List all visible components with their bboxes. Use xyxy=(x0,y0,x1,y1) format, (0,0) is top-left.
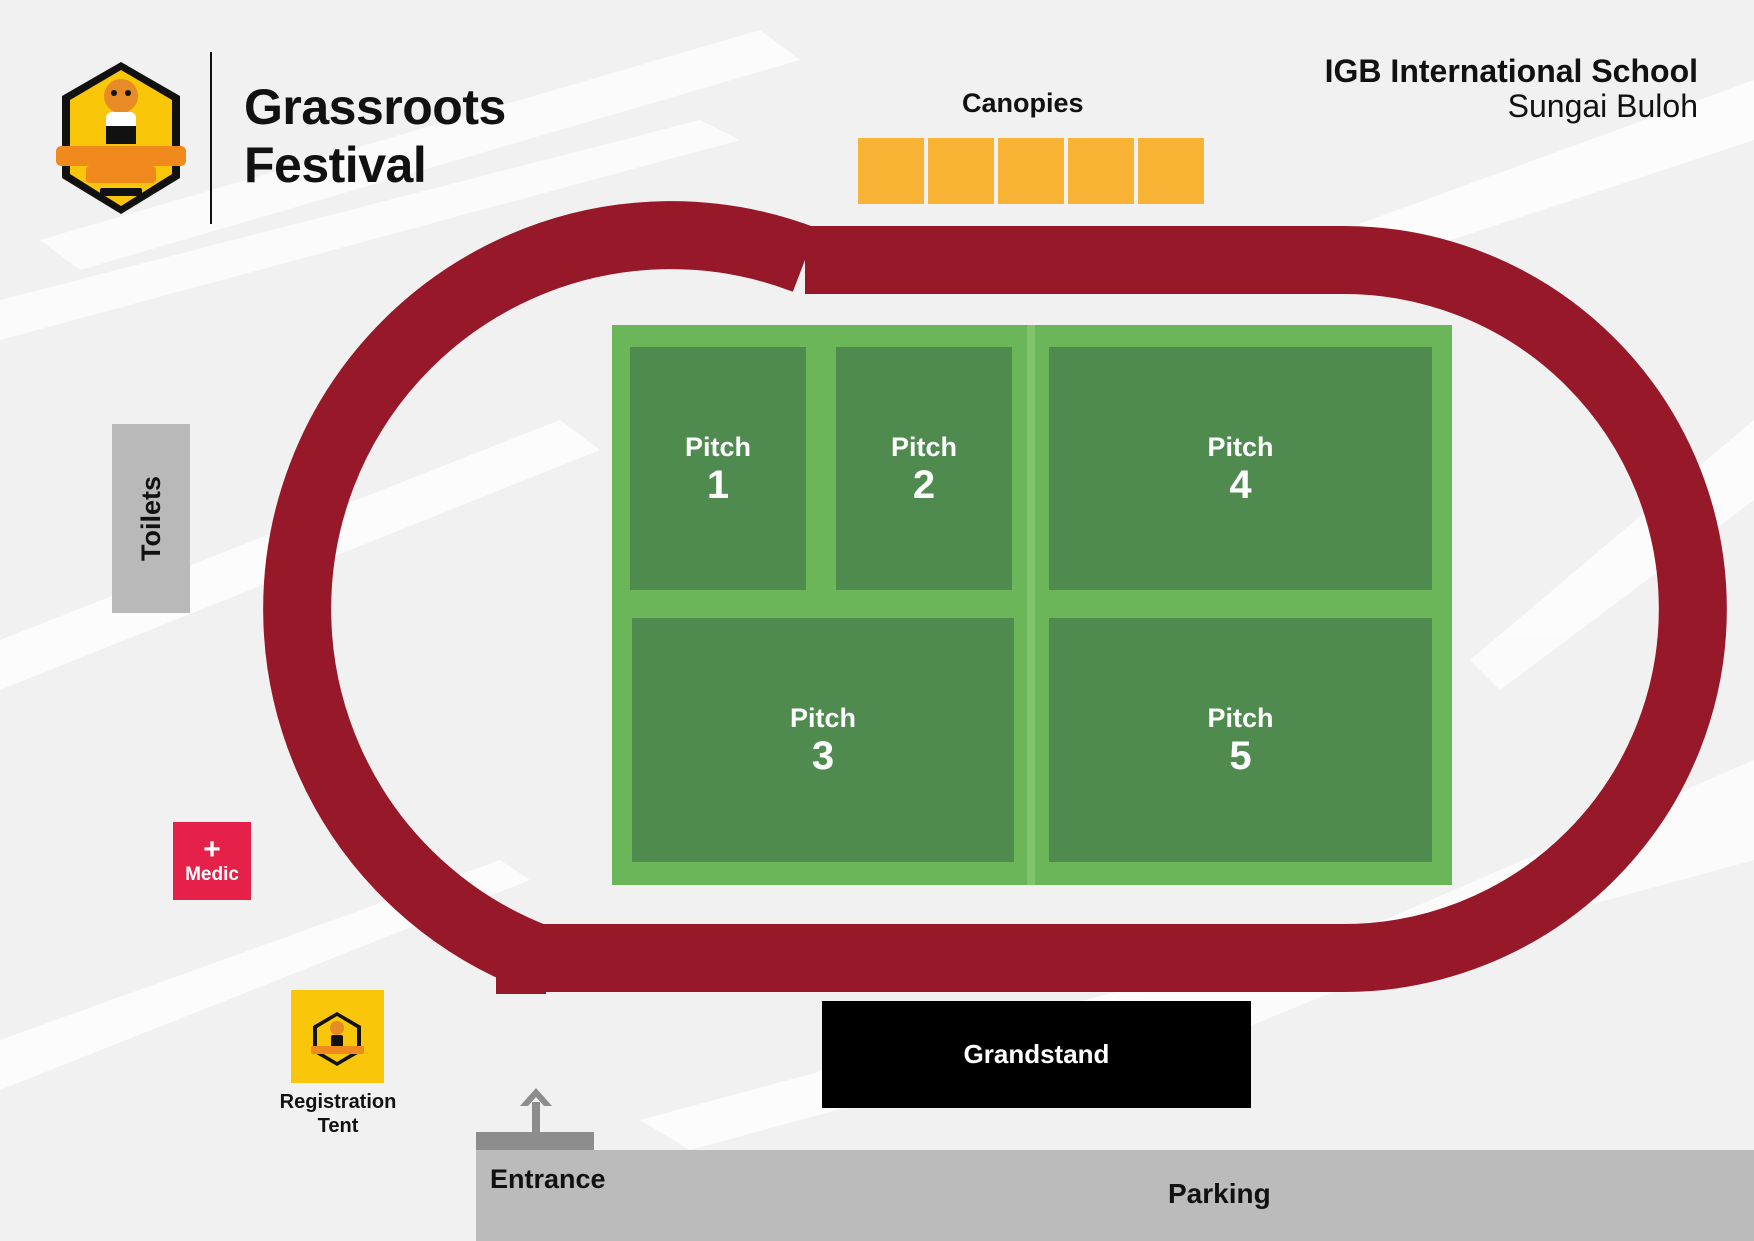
medic-cross-icon: + xyxy=(203,833,221,866)
pitch-1[interactable]: Pitch 1 xyxy=(630,347,806,590)
track-end xyxy=(496,926,546,994)
pitch-3[interactable]: Pitch 3 xyxy=(632,618,1014,862)
pitch-number: 1 xyxy=(706,462,730,507)
pitch-number: 2 xyxy=(912,462,936,507)
pitch-4[interactable]: Pitch 4 xyxy=(1049,347,1432,590)
canopies-label: Canopies xyxy=(962,88,1084,118)
running-track xyxy=(530,226,1727,992)
entrance[interactable] xyxy=(476,1132,594,1150)
registration-tent[interactable] xyxy=(291,990,384,1083)
registration-label-line-2: Tent xyxy=(317,1115,359,1137)
canopy xyxy=(1068,138,1134,204)
medic-label: Medic xyxy=(185,864,239,885)
mascot-logo-icon xyxy=(311,1012,364,1066)
parking-area[interactable] xyxy=(476,1150,1754,1241)
canopy xyxy=(998,138,1064,204)
pitch-number: 5 xyxy=(1229,734,1252,778)
canopy xyxy=(858,138,924,204)
toilets[interactable]: Toilets xyxy=(112,424,190,613)
field-divider xyxy=(1027,325,1035,885)
pitch-label: Pitch xyxy=(1207,431,1274,462)
pitch-label: Pitch xyxy=(684,431,751,462)
pitch-5[interactable]: Pitch 5 xyxy=(1049,618,1432,862)
pitch-number: 4 xyxy=(1229,462,1252,507)
canopy xyxy=(1138,138,1204,204)
entrance-label: Entrance xyxy=(490,1164,606,1194)
grandstand[interactable]: Grandstand xyxy=(822,1001,1251,1108)
pitch-label: Pitch xyxy=(789,703,856,733)
title-line-1: Grassroots xyxy=(244,79,506,135)
school-name: IGB International School xyxy=(1324,53,1698,89)
mascot-logo-icon xyxy=(56,62,186,214)
header-divider xyxy=(210,52,212,224)
running-track-left-curve xyxy=(263,201,818,990)
school-location: Sungai Buloh xyxy=(1507,88,1698,124)
parking-label: Parking xyxy=(1168,1178,1271,1209)
canopy xyxy=(928,138,994,204)
pitch-number: 3 xyxy=(811,734,835,778)
registration-label: Registration Tent xyxy=(252,1090,424,1138)
pitch-label: Pitch xyxy=(890,431,957,462)
pitch-2[interactable]: Pitch 2 xyxy=(836,347,1012,590)
entrance-arrow-icon xyxy=(520,1088,552,1132)
toilets-label: Toilets xyxy=(135,475,166,562)
medic-station[interactable]: + Medic xyxy=(173,822,251,900)
venue-info: IGB International School Sungai Buloh xyxy=(1325,54,1698,124)
title-line-2: Festival xyxy=(244,137,427,193)
registration-label-line-1: Registration xyxy=(279,1091,397,1113)
page-title: Grassroots Festival xyxy=(244,78,506,194)
pitch-label: Pitch xyxy=(1207,703,1274,733)
grandstand-label: Grandstand xyxy=(963,1039,1110,1069)
